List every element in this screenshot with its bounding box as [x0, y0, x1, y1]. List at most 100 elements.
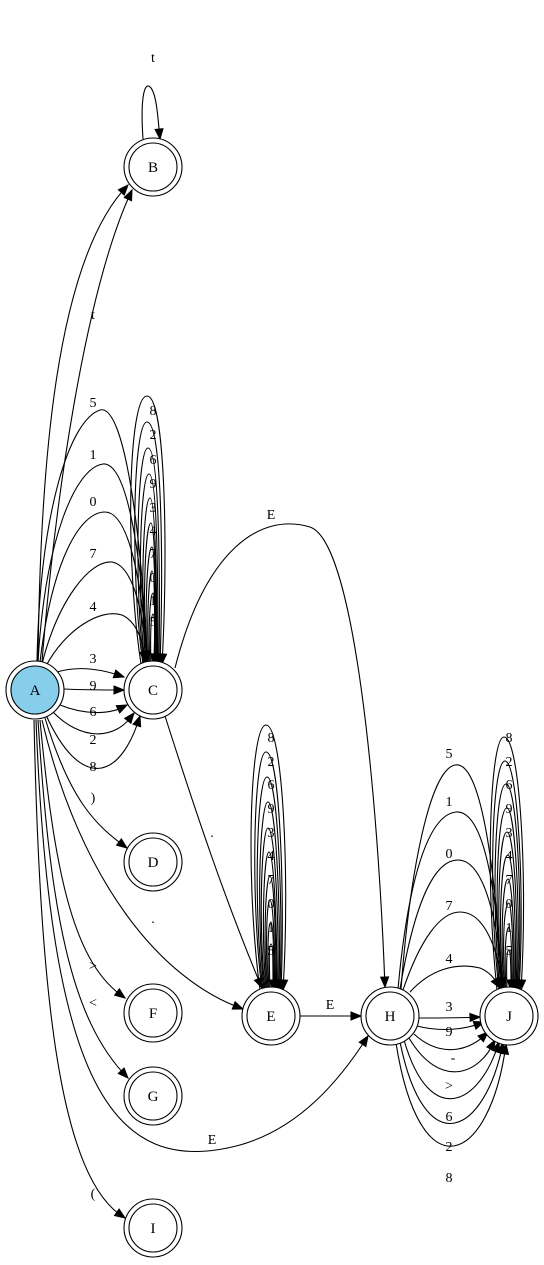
edge-E-E-39-label: 1 [268, 921, 275, 936]
edge-A-C-9 [63, 685, 126, 695]
edge-J-J-63-label: 5 [506, 944, 513, 959]
edge-H-J-50-line [408, 1037, 496, 1073]
edge-A-E-14-line [41, 719, 244, 1010]
edge-H-J-46-label: 4 [446, 952, 453, 967]
edge-A-C-8-arrowhead [112, 669, 126, 679]
edge-H-J-49-label: - [451, 1051, 456, 1066]
state-B[interactable]: B [123, 137, 183, 197]
state-G-label: G [148, 1089, 159, 1105]
state-C[interactable]: C [123, 660, 183, 720]
edge-H-J-45-line [402, 911, 504, 991]
edge-A-C-6-label: 7 [90, 547, 97, 562]
state-J-inner-ring [484, 991, 534, 1041]
edge-J-J-63-line [506, 949, 512, 991]
edge-C-C-25-label: 7 [150, 547, 157, 562]
edge-H-J-53 [395, 1042, 510, 1147]
edge-H-J-46 [409, 965, 501, 993]
edge-A-C-4-line [37, 463, 148, 663]
edge-J-J-60-label: 7 [506, 873, 513, 888]
edge-A-H-17-line [35, 719, 369, 1153]
edge-J-J-55-label: 2 [506, 755, 513, 770]
state-E[interactable]: E [241, 986, 301, 1046]
edge-A-C-11-arrowhead [123, 711, 135, 725]
edge-E-E-37-line [264, 875, 277, 991]
edge-A-D-13 [44, 717, 129, 849]
state-D[interactable]: D [123, 832, 183, 892]
edge-C-C-27-label: 1 [150, 594, 157, 609]
state-G-inner-ring [128, 1071, 178, 1121]
edge-J-J-62-line [504, 926, 513, 991]
edge-E-E-40-label: 5 [268, 944, 275, 959]
edge-E-E-40-line [268, 943, 274, 991]
edge-J-J-62-label: 1 [506, 921, 513, 936]
edge-E-E-39-line [267, 921, 275, 991]
edge-E-E-40 [268, 943, 278, 992]
edge-C-C-22-label: 9 [150, 477, 157, 492]
edge-H-J-42-label: 5 [446, 747, 453, 762]
edge-A-E-14-label: . [151, 912, 155, 927]
edge-C-H-30-arrowhead [379, 976, 390, 989]
edge-C-H-30-label: E [267, 508, 276, 523]
edge-C-H-30 [174, 523, 390, 989]
edge-A-F-15-line [39, 719, 126, 999]
edge-A-I-18 [33, 719, 127, 1219]
state-H-inner-ring [365, 991, 415, 1041]
edge-A-C-12-label: 8 [90, 760, 97, 775]
edge-A-F-15-arrowhead [113, 987, 127, 999]
edge-J-J-57-line [496, 807, 519, 991]
edge-H-J-52-label: 2 [446, 1140, 453, 1155]
edge-E-E-38-line [265, 899, 276, 991]
edge-J-J-61-line [503, 902, 514, 991]
edge-A-B-1 [37, 183, 129, 663]
edge-J-J-58-line [498, 831, 518, 991]
edge-C-C-26-label: 0 [150, 571, 157, 586]
state-G[interactable]: G [123, 1066, 183, 1126]
edge-A-I-18-label: ( [91, 1187, 96, 1202]
edge-A-D-13-label: ) [91, 791, 96, 806]
edge-A-B-1-arrowhead [117, 183, 129, 196]
edge-E-E-37-label: 7 [268, 873, 275, 888]
state-F[interactable]: F [123, 983, 183, 1043]
edge-C-C-23-line [142, 497, 158, 665]
edge-A-F-15-label: > [89, 959, 97, 974]
edge-H-J-46-line [409, 965, 501, 993]
edge-H-J-53-arrowhead [499, 1042, 510, 1056]
state-B-inner-ring [128, 142, 178, 192]
edge-C-C-24-line [143, 522, 157, 665]
edge-A-D-13-arrowhead [115, 837, 129, 849]
edge-C-C-20-label: 2 [150, 428, 157, 443]
edge-A-C-4 [37, 463, 152, 663]
state-A-label: A [30, 683, 41, 699]
edge-labels-layer: tt5107439628).><E(8269347015.E8269347015… [89, 51, 512, 1202]
state-H-label: H [385, 1009, 396, 1025]
edge-E-E-31-line [250, 724, 287, 991]
edge-C-C-22-line [139, 473, 159, 665]
edge-A-G-16 [37, 719, 129, 1079]
edge-A-H-17-arrowhead [358, 1034, 369, 1048]
state-I[interactable]: I [123, 1198, 183, 1258]
edge-A-C-10-arrowhead [115, 704, 129, 714]
edge-A-I-18-line [33, 719, 126, 1219]
edge-A-C-5-label: 0 [90, 495, 97, 510]
edge-C-C-19-line [130, 395, 166, 665]
state-I-label: I [151, 1221, 156, 1237]
state-A-inner-ring [10, 665, 60, 715]
state-H[interactable]: H [360, 986, 420, 1046]
edge-J-J-56-line [494, 783, 521, 991]
edge-C-C-28-arrowhead [149, 653, 160, 666]
edge-B-B-0-line [141, 85, 161, 140]
edge-H-J-53-line [395, 1042, 507, 1147]
edge-A-B-2-label: t [91, 308, 95, 323]
state-A[interactable]: A [5, 660, 65, 720]
edge-H-J-45-label: 7 [446, 899, 453, 914]
edge-E-E-34-label: 9 [268, 802, 275, 817]
edge-A-B-2 [41, 188, 133, 663]
edge-A-C-12-line [45, 714, 141, 769]
edge-C-C-21-label: 6 [150, 453, 157, 468]
state-J[interactable]: J [479, 986, 539, 1046]
edge-J-J-55-line [492, 760, 522, 991]
edge-H-J-53-label: 8 [446, 1171, 453, 1186]
edge-J-J-54-label: 8 [506, 731, 513, 746]
edge-C-C-23-label: 3 [150, 501, 157, 516]
edge-A-C-8-label: 3 [90, 652, 97, 667]
